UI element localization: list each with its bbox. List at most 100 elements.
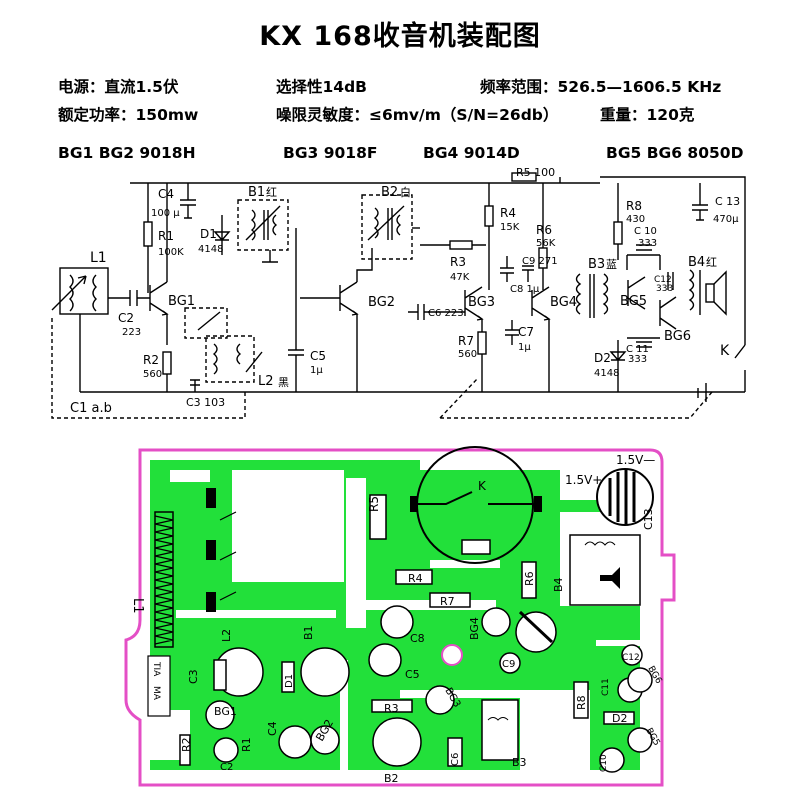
pcb-label-c2: C2 bbox=[220, 762, 233, 773]
positive-rail bbox=[130, 176, 746, 345]
pcb-label-bg4: BG4 bbox=[468, 617, 481, 640]
pcb-label-battery-plus: 1.5V+ bbox=[565, 473, 602, 487]
label-r8-value: 430 bbox=[626, 214, 645, 225]
label-r4-value: 15K bbox=[500, 222, 520, 233]
label-r4: R4 bbox=[500, 206, 516, 220]
transistor-list-bg5-bg6: BG5 BG6 8050D bbox=[606, 144, 744, 162]
pcb-label-b4: B4 bbox=[552, 577, 565, 592]
switch-pad-left bbox=[410, 496, 418, 512]
volume-pot-footprint bbox=[461, 539, 491, 555]
label-b4-color: 红 bbox=[706, 256, 717, 269]
transistor-bg3 bbox=[428, 286, 484, 332]
transistor-list-bg1-bg2: BG1 BG2 9018H bbox=[58, 144, 196, 162]
transformer-b4-footprint bbox=[569, 534, 641, 606]
label-l2: L2 bbox=[258, 374, 274, 389]
label-c5: C5 bbox=[310, 349, 326, 363]
label-b3: B3 bbox=[588, 257, 605, 272]
label-c10: C 10 bbox=[634, 226, 657, 237]
label-bg2: BG2 bbox=[368, 295, 395, 310]
pcb-label-b2: B2 bbox=[384, 772, 399, 785]
label-d2: D2 bbox=[594, 351, 611, 365]
pcb-label-c11: C11 bbox=[601, 678, 611, 696]
transformer-b3-footprint bbox=[481, 699, 519, 761]
diode-d1-footprint bbox=[281, 661, 295, 693]
transistor-bg5 bbox=[627, 276, 646, 310]
diode-d2 bbox=[609, 340, 627, 392]
pcb-label-switch-k: K bbox=[478, 479, 487, 493]
resistor-r3 bbox=[420, 240, 486, 250]
pcb-label-c3: C3 bbox=[187, 669, 200, 684]
switch-pad-right bbox=[534, 496, 542, 512]
label-r2-value: 560 bbox=[143, 369, 162, 380]
label-bg6: BG6 bbox=[664, 329, 691, 344]
label-c1: C1 a.b bbox=[70, 401, 112, 416]
resistor-r8-footprint bbox=[573, 681, 589, 719]
pcb-label-r1: R1 bbox=[240, 737, 253, 752]
transistor-bg6-footprint bbox=[627, 667, 653, 693]
label-bg4: BG4 bbox=[550, 295, 577, 310]
oscillator-coil-l2 bbox=[184, 307, 263, 383]
transformer-b3-winding bbox=[487, 717, 509, 721]
mounting-hole-3 bbox=[260, 520, 316, 576]
pcb-label-c10: C10 bbox=[599, 754, 609, 772]
spec-weight: 重量：120克 bbox=[600, 106, 695, 124]
transistor-bg4 bbox=[531, 286, 551, 392]
label-bg5: BG5 bbox=[620, 294, 647, 309]
resistor-r7 bbox=[477, 331, 487, 392]
capacitor-c12-footprint bbox=[621, 644, 643, 666]
transformer-b2-footprint bbox=[372, 717, 422, 767]
transformer-b2 bbox=[361, 194, 420, 260]
label-r6-value: 56K bbox=[536, 238, 556, 249]
label-b4: B4 bbox=[688, 255, 705, 270]
pcb-label-c6: C6 bbox=[450, 753, 461, 766]
label-r8: R8 bbox=[626, 199, 642, 213]
pcb-label-c5: C5 bbox=[405, 668, 420, 681]
label-bg1: BG1 bbox=[168, 294, 195, 309]
capacitor-c8-footprint bbox=[380, 605, 414, 639]
pcb-label-r6: R6 bbox=[523, 571, 536, 586]
label-r2: R2 bbox=[143, 353, 159, 367]
label-bg3: BG3 bbox=[468, 295, 495, 310]
transistor-bg4-footprint bbox=[481, 607, 511, 637]
label-c4-value: 100 μ bbox=[151, 208, 180, 219]
capacitor-c5 bbox=[288, 228, 304, 392]
power-switch-k bbox=[734, 344, 746, 392]
resistor-r5-footprint bbox=[369, 494, 387, 540]
capacitor-c4-footprint bbox=[278, 725, 312, 759]
spec-sensitivity: 噪限灵敏度：≤6mv/m（S/N=26db） bbox=[276, 106, 559, 124]
capacitor-c6-footprint bbox=[447, 737, 463, 767]
capacitor-c8 bbox=[500, 256, 514, 282]
circuit-schematic: L1 C2 223 C4 100 μ R1 100K D1 4148 BG1 R… bbox=[51, 166, 746, 419]
label-c11: C 11 bbox=[626, 344, 649, 355]
pcb-label-ma: MA bbox=[151, 686, 161, 701]
pcb-label-r4: R4 bbox=[408, 572, 423, 585]
capacitor-c13-big-footprint bbox=[515, 611, 557, 653]
pcb-label-r2: R2 bbox=[180, 737, 193, 752]
label-l2-color: 黑 bbox=[278, 376, 289, 389]
capacitor-c12 bbox=[667, 272, 674, 290]
label-c2-value: 223 bbox=[122, 327, 141, 338]
label-r6: R6 bbox=[536, 223, 552, 237]
resistor-r5 bbox=[511, 172, 537, 182]
pcb-label-bg1: BG1 bbox=[214, 705, 237, 718]
label-c2: C2 bbox=[118, 311, 134, 325]
pcb-label-l2: L2 bbox=[220, 629, 233, 642]
pcb-label-d2: D2 bbox=[612, 712, 627, 725]
pcb-label-r8: R8 bbox=[575, 695, 588, 710]
label-c5-value: 1μ bbox=[310, 365, 323, 376]
label-c13-value: 470μ bbox=[713, 214, 739, 225]
transistor-list-bg3: BG3 9018F bbox=[283, 144, 378, 162]
pcb-label-c13: C13 bbox=[642, 508, 655, 530]
label-b2: B2 bbox=[381, 185, 398, 200]
label-b2-color: 白 bbox=[400, 185, 411, 199]
tuning-capacitor-pads bbox=[206, 488, 216, 612]
capacitor-c4 bbox=[180, 183, 196, 219]
label-l1: L1 bbox=[90, 250, 107, 266]
label-c9: C9 271 bbox=[522, 256, 558, 267]
transistor-bg5-footprint bbox=[627, 727, 653, 753]
spec-power: 电源：直流1.5伏 bbox=[58, 78, 179, 96]
capacitor-c13 bbox=[692, 183, 708, 221]
ferrite-coil-winding bbox=[154, 515, 174, 645]
label-d2-value: 4148 bbox=[594, 368, 619, 379]
capacitor-c7 bbox=[505, 320, 519, 345]
